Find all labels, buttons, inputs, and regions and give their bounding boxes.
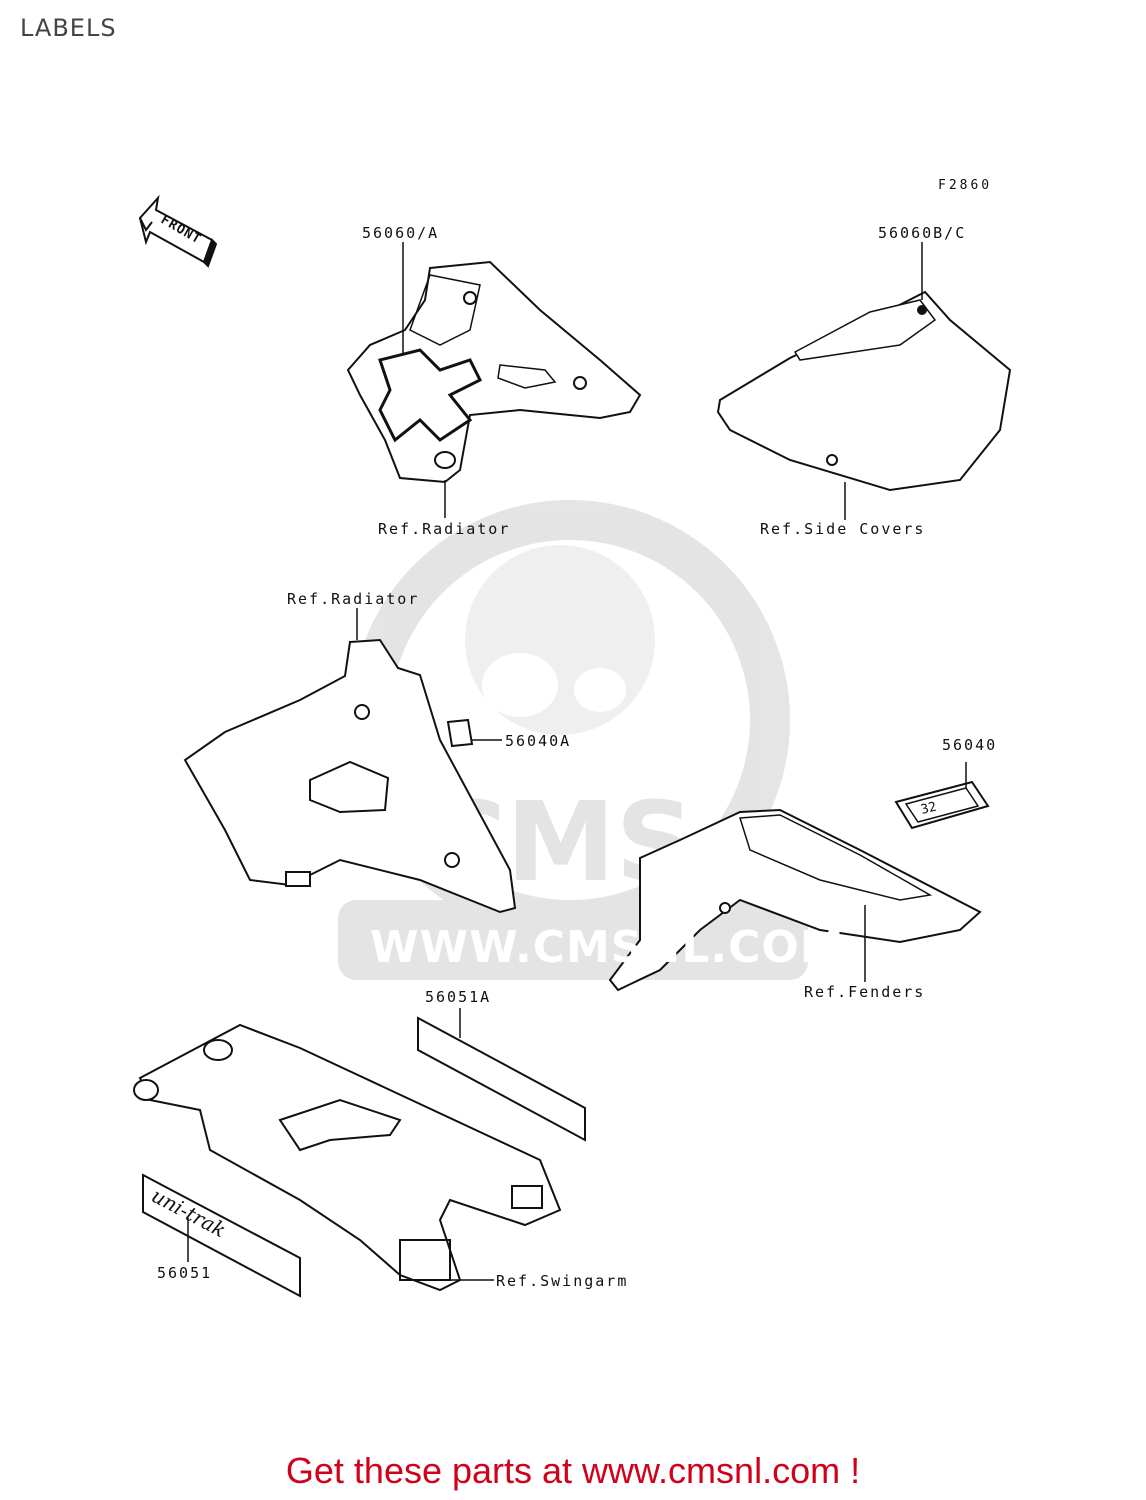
page-title: LABELS bbox=[20, 14, 117, 42]
callout-56060-bc: 56060B/C bbox=[878, 224, 967, 242]
label-56040-plate bbox=[894, 780, 990, 830]
callout-ref-fenders: Ref.Fenders bbox=[804, 983, 926, 1001]
callout-ref-radiator-lower: Ref.Radiator bbox=[287, 590, 420, 608]
callout-56040: 56040 bbox=[942, 736, 998, 754]
callout-56040a: 56040A bbox=[505, 732, 572, 750]
radiator-shroud-decal bbox=[346, 260, 642, 484]
callout-56051a: 56051A bbox=[425, 988, 492, 1006]
leader-lines bbox=[187, 242, 923, 1262]
label-56051a-shape bbox=[417, 1016, 586, 1142]
side-cover bbox=[716, 290, 1012, 492]
front-arrow-icon bbox=[138, 194, 218, 268]
figure-code: F2860 bbox=[938, 178, 993, 193]
callout-ref-swingarm: Ref.Swingarm bbox=[496, 1272, 629, 1290]
callout-56051: 56051 bbox=[157, 1264, 213, 1282]
label-56051-decal bbox=[142, 1173, 301, 1298]
watermark-text: WWW.CMSNL.COM bbox=[370, 922, 845, 973]
label-56040-text: 32 bbox=[919, 800, 938, 818]
callout-56060-a: 56060/A bbox=[362, 224, 440, 242]
radiator-shroud-lower bbox=[183, 638, 517, 914]
callout-ref-side-covers: Ref.Side Covers bbox=[760, 520, 926, 538]
swingarm bbox=[133, 1023, 562, 1292]
callout-ref-radiator-top: Ref.Radiator bbox=[378, 520, 511, 538]
rear-fender bbox=[608, 808, 982, 992]
label-56040a-shape bbox=[446, 718, 474, 748]
footer-cta-link[interactable]: Get these parts at www.cmsnl.com ! bbox=[285, 1450, 861, 1491]
